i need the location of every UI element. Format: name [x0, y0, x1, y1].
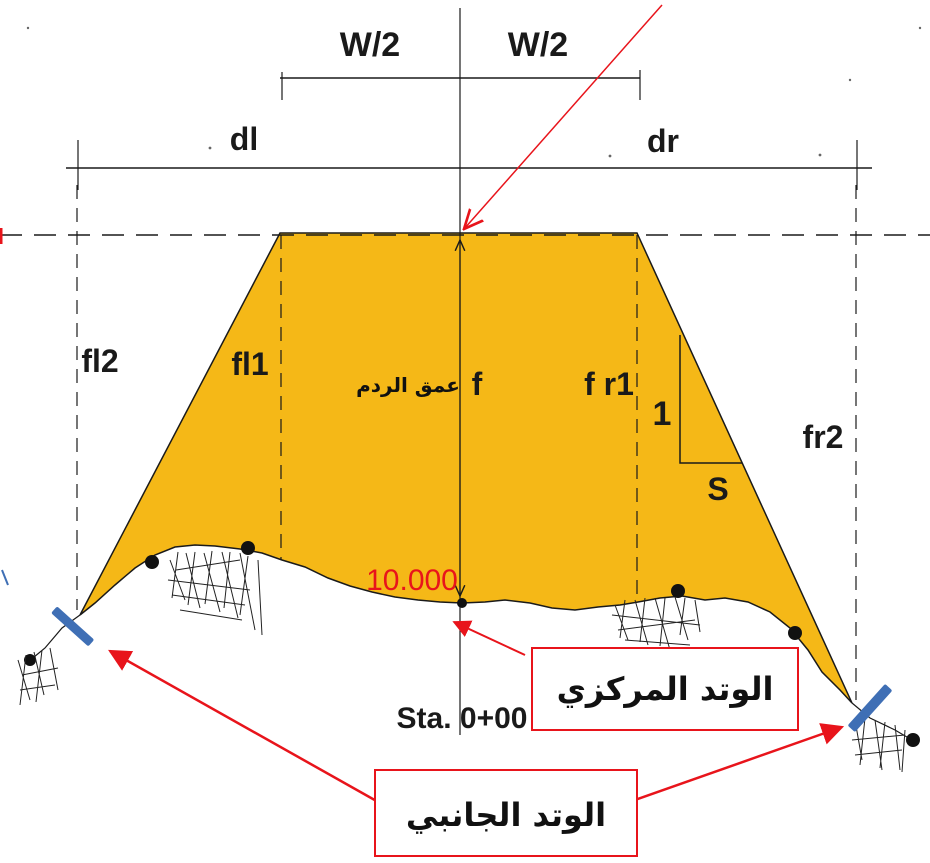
grass-tuft-icon	[851, 717, 906, 773]
dot-icon	[24, 654, 36, 666]
slope-horizontal-label: S	[707, 471, 728, 507]
dot-icon	[788, 626, 802, 640]
center-elevation-label: 10.000	[366, 564, 458, 597]
grass-tuft-icon	[167, 550, 263, 636]
stake-icon	[848, 684, 892, 732]
dot-icon	[906, 733, 920, 747]
w-half-left-label: W/2	[340, 26, 400, 64]
side-stake-label: الوتد الجانبي	[406, 796, 606, 834]
side-stake-callout-box	[374, 769, 638, 857]
dot-icon	[145, 555, 159, 569]
fill-depth-arabic-label: عمق الردم	[356, 373, 460, 397]
grade-point-arrow	[464, 4, 663, 229]
grass-tuft-icon	[611, 596, 701, 651]
fr1-label: f r1	[584, 366, 634, 402]
center-stake-arrow	[452, 620, 526, 656]
dot-icon	[457, 598, 467, 608]
station-label: Sta. 0+00	[397, 702, 528, 735]
speckles	[26, 26, 922, 158]
side-stake-arrow-right	[634, 723, 845, 802]
side-stake-arrow-left	[108, 649, 381, 805]
fr2-label: fr2	[803, 419, 844, 455]
dot-icon	[671, 584, 685, 598]
dot-icon	[241, 541, 255, 555]
edge-mark-blue	[1, 569, 9, 586]
dl-label: dl	[230, 121, 258, 157]
w-half-right-label: W/2	[508, 26, 568, 64]
grass-tuft-icon	[17, 647, 59, 706]
dr-label: dr	[647, 123, 679, 159]
stake-icon	[51, 607, 94, 646]
embankment-fill	[79, 232, 853, 704]
center-stake-label: الوتد المركزي	[557, 670, 774, 708]
fl1-label: fl1	[231, 346, 268, 382]
f-label: f	[472, 366, 483, 402]
slope-vertical-label: 1	[653, 395, 672, 433]
slope-triangle	[679, 335, 742, 464]
fl2-label: fl2	[81, 343, 118, 379]
center-stake-callout-box	[531, 647, 799, 731]
